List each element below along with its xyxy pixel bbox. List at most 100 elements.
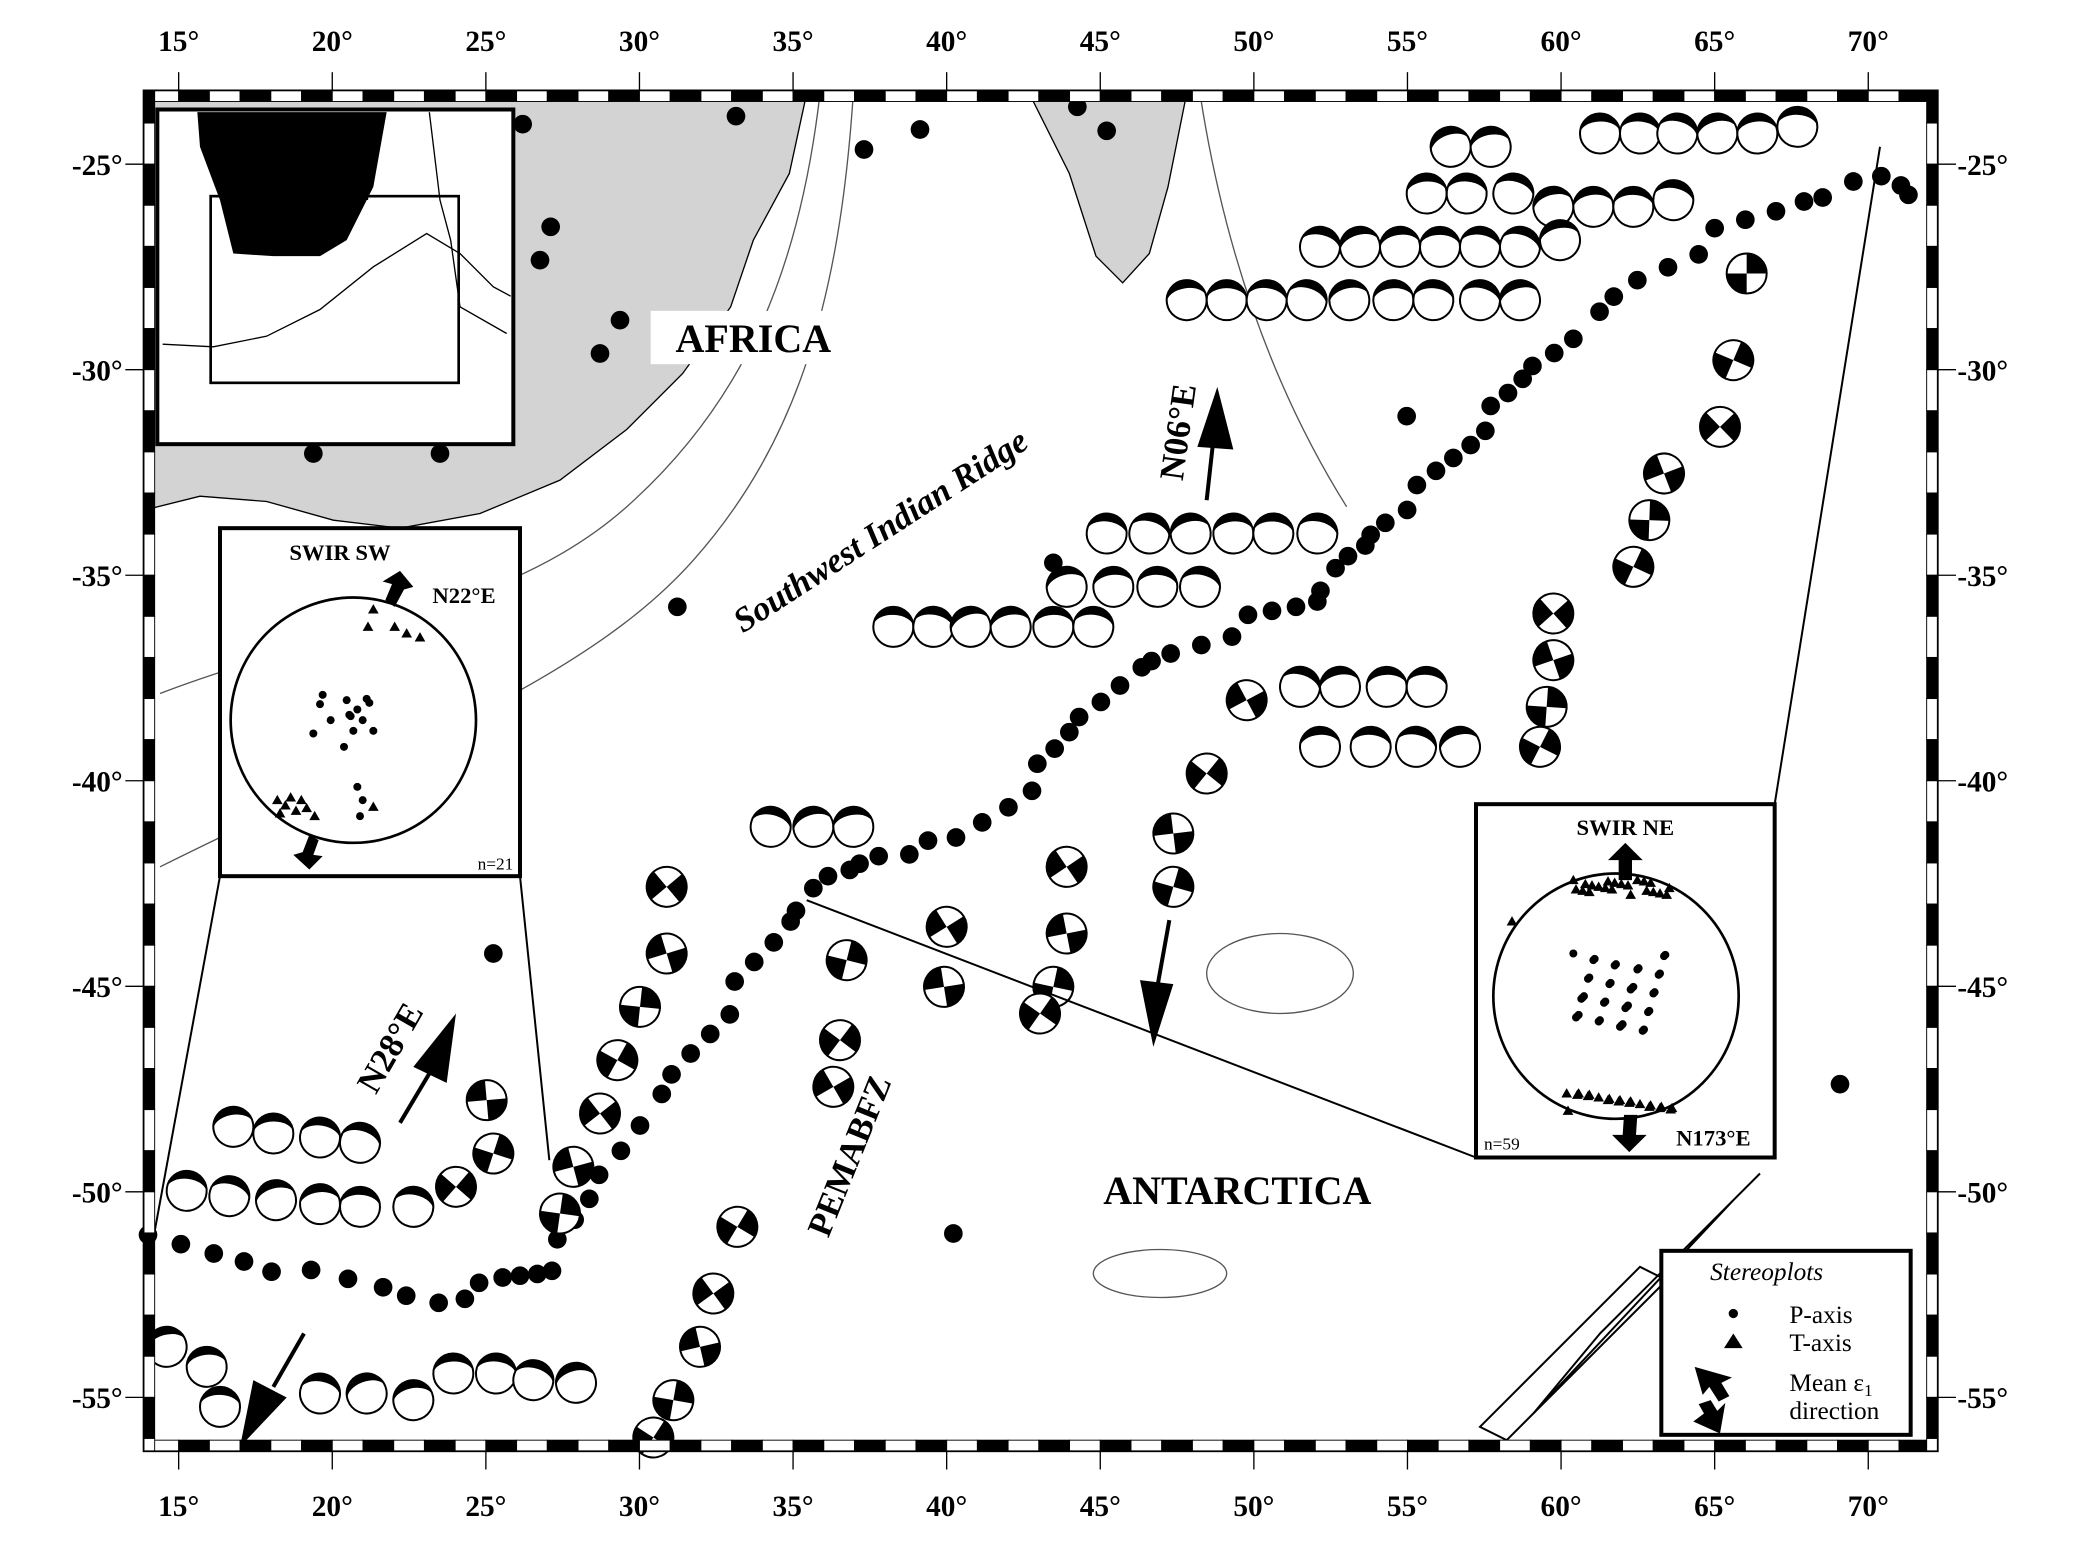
epicenter [946, 828, 966, 847]
epicenter [1262, 601, 1282, 621]
frame-segment [1038, 90, 1071, 102]
frame-segment [143, 1438, 156, 1452]
focal-mechanism-beachball [1185, 752, 1228, 795]
legend-t-axis: T-axis [1789, 1329, 1851, 1357]
t-axis-point [272, 794, 283, 805]
p-axis-point [318, 690, 327, 699]
focal-mechanism-beachball [1405, 665, 1448, 708]
earthquake-epicenters [138, 97, 1918, 1313]
epicenter [725, 972, 744, 991]
beachball-quadrant [926, 909, 967, 944]
frame-segment [143, 1355, 156, 1398]
frame-segment [1926, 780, 1938, 823]
frame-segment [1926, 328, 1938, 371]
focal-mechanism-beachball [472, 1132, 515, 1175]
bathymetry-contour [1532, 1172, 1761, 1415]
focal-mechanism-beachball [1179, 565, 1221, 608]
t-axis-point [296, 794, 307, 805]
focal-mechanism-beachball [1656, 112, 1699, 155]
beachball-quadrant [1170, 513, 1211, 539]
frame-segment [1775, 1439, 1808, 1452]
epicenter [1426, 461, 1446, 481]
beachball-quadrant [300, 1184, 340, 1207]
beachball-quadrant [1613, 548, 1654, 585]
epicenter [1813, 188, 1832, 207]
frame-segment [143, 1068, 156, 1111]
focal-mechanism-beachball [1279, 665, 1321, 708]
lat-tick-label-left: -55° [72, 1383, 123, 1415]
frame-segment [143, 1150, 156, 1193]
focal-mechanism-beachball [912, 605, 955, 648]
epicenter [662, 1065, 681, 1084]
epicenter [171, 1234, 191, 1254]
frame-segment [1038, 1439, 1071, 1452]
frame-segment [1926, 985, 1938, 1028]
frame-segment [608, 1439, 640, 1452]
epicenter [1590, 302, 1609, 322]
epicenter [1028, 754, 1047, 774]
location-inset [155, 107, 516, 447]
beachball-quadrant [346, 1373, 386, 1401]
p-axis-point [1594, 1017, 1603, 1026]
lon-tick-label-bottom: 20° [312, 1491, 353, 1523]
frame-segment [143, 451, 156, 494]
t-axis-point [1664, 882, 1675, 893]
beachball-quadrant [813, 1069, 854, 1105]
frame-segment [143, 1273, 156, 1316]
epicenter [1498, 383, 1518, 403]
frame-segment [577, 1439, 610, 1452]
frame-segment [1926, 122, 1938, 165]
focal-mechanism-beachball [1299, 225, 1341, 268]
frame-segment [976, 1439, 1009, 1452]
focal-mechanism-beachball [1032, 605, 1075, 648]
beachball-quadrant [1446, 173, 1487, 196]
p-axis-point [1644, 1008, 1652, 1017]
epicenter [1142, 651, 1161, 671]
epicenter [630, 1116, 650, 1135]
beachball-quadrant [1213, 513, 1254, 536]
frame-segment [884, 90, 917, 102]
frame-segment [1926, 1026, 1938, 1069]
lon-tick-label-top: 70° [1848, 26, 1889, 58]
epicenter [1444, 448, 1463, 468]
frame-segment [1622, 1439, 1654, 1452]
epicenter [652, 1084, 672, 1104]
p-axis-point [316, 700, 324, 709]
epicenter [869, 846, 888, 866]
frame-segment [143, 1232, 156, 1275]
frame-segment [1591, 90, 1623, 102]
mean-e1-arrow-icon [1612, 1114, 1647, 1153]
frame-segment [143, 163, 156, 206]
epicenter [590, 344, 610, 363]
beachball-quadrant [1380, 226, 1420, 250]
t-axis-point [1506, 916, 1518, 926]
epicenter [818, 866, 838, 886]
epicenter [541, 217, 560, 237]
epicenter [726, 106, 746, 126]
focal-mechanism-beachball [1245, 279, 1288, 322]
bathymetry-contour [1092, 1248, 1228, 1299]
beachball-quadrant [1629, 500, 1670, 541]
beachball-quadrant [1329, 280, 1369, 305]
label-africa: AFRICA [676, 316, 832, 361]
lat-tick-label-right: -45° [1957, 972, 2008, 1004]
epicenter [1844, 172, 1863, 191]
beachball-quadrant [1644, 454, 1684, 493]
frame-segment [143, 533, 156, 576]
beachball-quadrant [213, 1106, 254, 1131]
beachball-outline [339, 1185, 381, 1228]
focal-mechanism-beachball [555, 1361, 597, 1404]
epicenter [1407, 475, 1427, 495]
beachball-quadrant [1580, 113, 1620, 135]
frame-segment [301, 90, 333, 102]
focal-mechanism-beachball [645, 932, 688, 975]
frame-segment [1926, 245, 1938, 288]
frame-segment [1499, 1439, 1531, 1452]
focal-mechanism-beachball [252, 1112, 295, 1155]
focal-mechanism-beachball [1499, 279, 1541, 322]
t-axis-icon [1724, 1333, 1743, 1349]
frame-segment [143, 492, 156, 535]
beachball-quadrant [1166, 280, 1207, 304]
frame-segment [1529, 1439, 1562, 1452]
